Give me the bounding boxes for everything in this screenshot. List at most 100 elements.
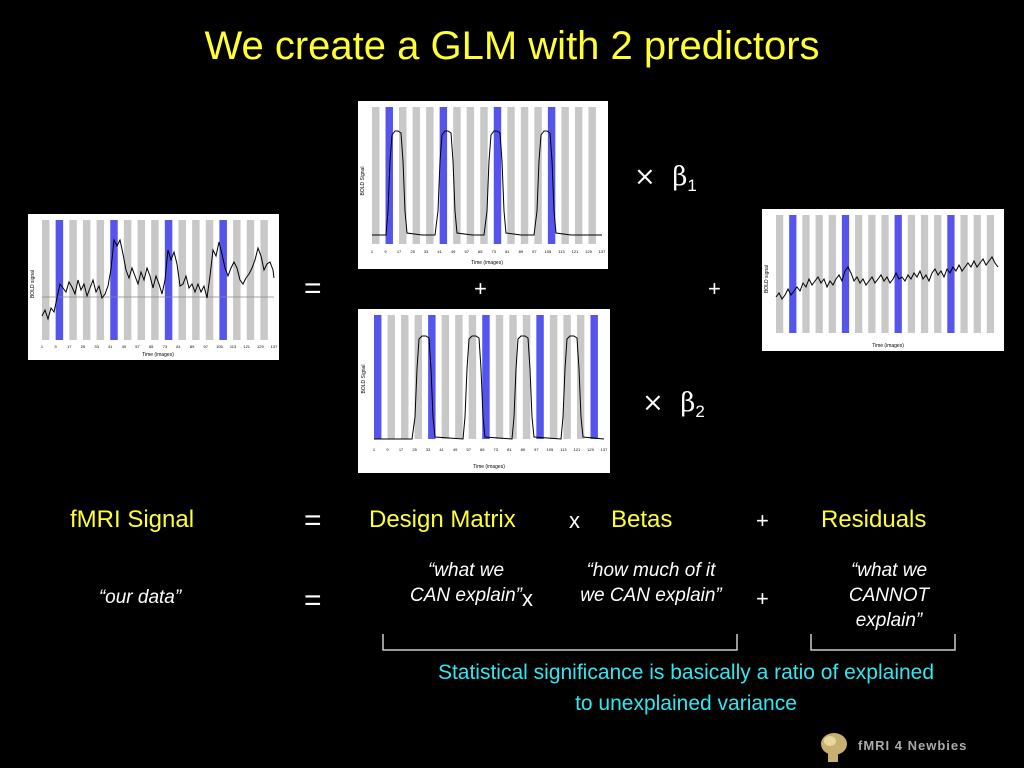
x-tick-label: 1 bbox=[41, 344, 44, 349]
rest-block bbox=[563, 315, 571, 439]
logo-text: fMRI 4 Newbies bbox=[858, 738, 968, 753]
stimulus-block bbox=[164, 220, 173, 340]
fmri4newbies-logo: fMRI 4 Newbies bbox=[816, 728, 1016, 764]
rest-block bbox=[137, 220, 146, 340]
x-tick-label: 73 bbox=[163, 344, 168, 349]
residuals-trace bbox=[775, 256, 999, 300]
x-tick-label: 113 bbox=[558, 249, 565, 254]
row1-equals: = bbox=[304, 504, 322, 537]
times-1: × bbox=[634, 162, 656, 192]
data-ylabel: BOLD signal bbox=[30, 270, 36, 298]
x-tick-label: 137 bbox=[599, 249, 606, 254]
x-tick-label: 65 bbox=[478, 249, 483, 254]
row2-plus: + bbox=[756, 586, 769, 611]
residuals-label: Residuals bbox=[821, 506, 927, 533]
x-tick-label: 41 bbox=[437, 249, 442, 254]
beta1-term: × β1 bbox=[634, 162, 697, 196]
x-tick-label: 25 bbox=[81, 344, 86, 349]
x-tick-label: 105 bbox=[545, 249, 552, 254]
stimulus-block bbox=[536, 315, 544, 439]
x-tick-label: 33 bbox=[94, 344, 99, 349]
x-tick-label: 33 bbox=[424, 249, 429, 254]
can-explain-quote: “what we CAN explain” bbox=[410, 560, 522, 606]
x-tick-label: 65 bbox=[480, 447, 485, 452]
x-tick-label: 17 bbox=[399, 447, 404, 452]
x-tick-label: 25 bbox=[410, 249, 415, 254]
row1-plus: + bbox=[756, 508, 769, 533]
residuals-plot: BOLD signal Time (images) bbox=[762, 209, 1004, 351]
residuals-svg: BOLD signal Time (images) bbox=[764, 215, 999, 349]
rest-block bbox=[42, 220, 50, 340]
rest-block bbox=[455, 315, 463, 439]
rest-block bbox=[233, 220, 241, 340]
row2-times: x bbox=[522, 586, 533, 611]
rest-block bbox=[480, 107, 488, 244]
x-tick-label: 9 bbox=[55, 344, 58, 349]
rest-block bbox=[453, 107, 461, 244]
x-tick-label: 9 bbox=[386, 447, 389, 452]
stimulus-block bbox=[547, 107, 556, 244]
x-tick-label: 81 bbox=[176, 344, 181, 349]
rest-block bbox=[260, 220, 268, 340]
row1-times: x bbox=[569, 508, 580, 533]
x-tick-label: 1 bbox=[373, 447, 376, 452]
x-tick-label: 57 bbox=[464, 249, 469, 254]
x-tick-label: 113 bbox=[230, 344, 237, 349]
x-tick-label: 1 bbox=[371, 249, 374, 254]
rest-block bbox=[426, 107, 434, 244]
rest-block bbox=[561, 107, 569, 244]
x-tick-label: 97 bbox=[204, 344, 209, 349]
x-tick-label: 121 bbox=[574, 447, 581, 452]
rest-block bbox=[881, 215, 889, 333]
beta2-symbol: β bbox=[680, 388, 696, 418]
rest-block bbox=[509, 315, 517, 439]
x-tick-label: 89 bbox=[190, 344, 195, 349]
stimulus-block bbox=[590, 315, 598, 439]
rest-block bbox=[776, 215, 784, 333]
x-tick-label: 33 bbox=[426, 447, 431, 452]
top-plus-1: + bbox=[474, 276, 487, 301]
row2-equals: = bbox=[304, 584, 322, 617]
slide-title: We create a GLM with 2 predictors bbox=[204, 24, 820, 68]
x-tick-label: 105 bbox=[547, 447, 554, 452]
rest-block bbox=[576, 315, 585, 439]
beta2-term: × β2 bbox=[642, 388, 705, 422]
beta2-sub: 2 bbox=[695, 402, 705, 422]
beta1-symbol: β bbox=[672, 162, 688, 192]
x-tick-label: 137 bbox=[271, 344, 278, 349]
rest-block bbox=[441, 315, 450, 439]
x-tick-label: 17 bbox=[67, 344, 72, 349]
rest-block bbox=[96, 220, 105, 340]
x-tick-label: 49 bbox=[453, 447, 458, 452]
x-tick-label: 57 bbox=[135, 344, 140, 349]
pred2-xlabel: Time (images) bbox=[473, 464, 505, 470]
rest-block bbox=[588, 107, 596, 244]
significance-note: Statistical significance is basically a … bbox=[437, 661, 935, 715]
x-tick-label: 89 bbox=[519, 249, 524, 254]
x-tick-label: 81 bbox=[507, 447, 512, 452]
rest-block bbox=[69, 220, 77, 340]
x-tick-label: 65 bbox=[149, 344, 154, 349]
rest-block bbox=[960, 215, 968, 333]
rest-block bbox=[815, 215, 823, 333]
resid-xlabel: Time (images) bbox=[872, 343, 904, 349]
rest-block bbox=[401, 315, 409, 439]
stimulus-block bbox=[894, 215, 902, 333]
rest-block bbox=[574, 107, 583, 244]
stimulus-block bbox=[789, 215, 797, 333]
resid-ylabel: BOLD signal bbox=[764, 265, 770, 293]
stimulus-block bbox=[482, 315, 490, 439]
stimulus-block bbox=[493, 107, 502, 244]
times-2: × bbox=[642, 388, 664, 418]
grouping-brackets bbox=[382, 634, 956, 651]
our-data-quote: “our data” bbox=[98, 587, 182, 608]
x-tick-label: 41 bbox=[439, 447, 444, 452]
stimulus-block bbox=[841, 215, 850, 333]
x-tick-label: 137 bbox=[601, 447, 608, 452]
stimulus-block bbox=[947, 215, 955, 333]
rest-block bbox=[855, 215, 863, 333]
